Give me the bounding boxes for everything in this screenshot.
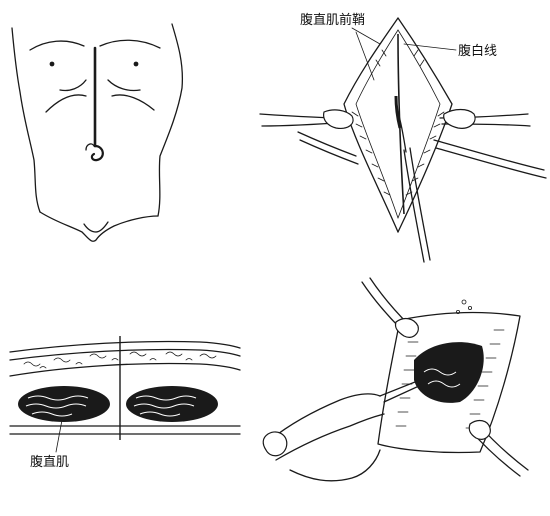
top-retractor: [361, 277, 419, 338]
label-leaders: [351, 27, 457, 81]
label-rectus-muscle: 腹直肌: [30, 454, 69, 470]
bottom-retractor: [468, 419, 529, 477]
label-rectus-sheath: 腹直肌前鞘: [300, 12, 365, 28]
panel-cross-section: 腹直肌: [9, 336, 241, 470]
rectus-muscle-left: [18, 386, 110, 422]
forceps-instrument: [397, 111, 431, 263]
wound-edges: [343, 17, 453, 233]
left-retractor: [259, 109, 359, 165]
bubble-dots: [455, 299, 472, 314]
label-leader-rectus: [55, 419, 63, 453]
right-retractor: [433, 108, 547, 179]
panel-torso-incision: [11, 23, 184, 242]
nipple-marks: [49, 61, 139, 67]
wound-opening: [377, 311, 521, 454]
torso-outline: [11, 23, 184, 242]
midline-incision: [90, 46, 104, 162]
linea-alba-stroke: [394, 33, 405, 215]
label-linea-alba: 腹白线: [458, 43, 497, 59]
panel-retracted-incision: 腹直肌前鞘 腹白线: [259, 12, 547, 263]
umbilicus-mark: [85, 143, 95, 151]
skin-and-fat-layers: [9, 340, 241, 435]
rectus-muscle-right: [126, 386, 218, 422]
hand-with-scalpel: [262, 375, 433, 482]
panel-dissection: [262, 277, 529, 482]
